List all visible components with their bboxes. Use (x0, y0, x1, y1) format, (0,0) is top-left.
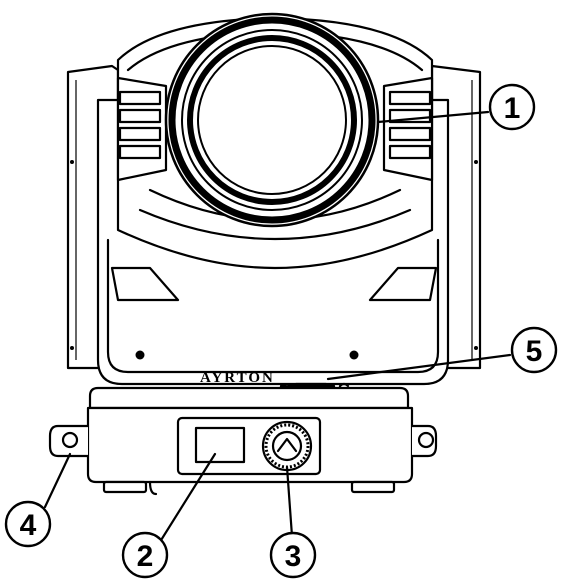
screw (135, 350, 145, 360)
callout-5: 5 (510, 326, 558, 374)
carry-handle-right (412, 424, 438, 458)
callout-label: 5 (526, 335, 543, 368)
leader-lines (43, 110, 512, 547)
callout-label: 3 (285, 540, 302, 573)
brand-label: AYRTON (200, 370, 275, 386)
callout-label: 2 (137, 540, 154, 573)
control-panel (176, 416, 322, 476)
callout-label: 1 (504, 92, 521, 125)
callout-4: 4 (4, 500, 52, 548)
callout-1: 1 (488, 83, 536, 131)
lcd-display (194, 426, 246, 464)
vent-left (116, 76, 168, 182)
front-lens (164, 12, 380, 228)
callout-3: 3 (269, 531, 317, 579)
screw (349, 350, 359, 360)
callout-2: 2 (121, 531, 169, 579)
vent-right (382, 76, 434, 182)
carry-handle-left (48, 424, 88, 458)
fixture-base (48, 386, 438, 496)
callout-label: 4 (20, 509, 37, 542)
